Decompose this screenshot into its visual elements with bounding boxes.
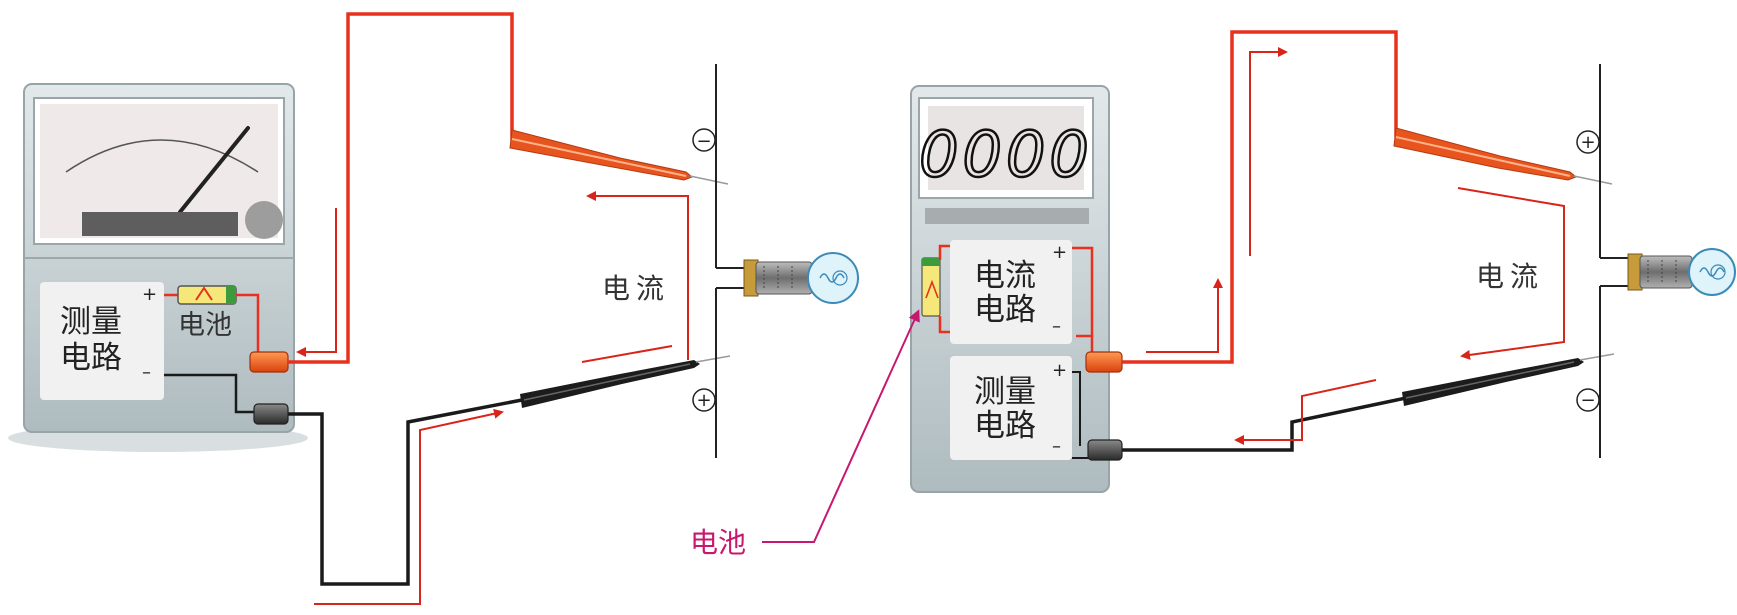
right-black-lead-wire <box>1122 396 1407 452</box>
digital-black-socket[interactable] <box>1087 439 1123 461</box>
measure-circuit-label-line2: 电路 <box>60 340 122 376</box>
right-lightbulb-icon <box>1688 248 1736 296</box>
left-red-lead-wire <box>288 12 514 364</box>
lcd-readout: 0000 <box>919 118 1093 191</box>
left-top-terminal <box>692 128 716 152</box>
measure-minus-sign: – <box>142 362 151 383</box>
left-current-arrow-1 <box>296 208 337 357</box>
meter-dial-base <box>82 212 238 236</box>
meter-label-strip <box>925 208 1089 224</box>
black-socket[interactable] <box>253 403 289 425</box>
right-current-arrow-3 <box>1457 187 1565 360</box>
right-black-probe[interactable] <box>1402 353 1615 406</box>
lcd-screen <box>928 106 1084 190</box>
right-red-lead-wire <box>1122 30 1398 364</box>
right-bottom-terminal <box>1576 388 1600 412</box>
right-current-label: 电流 <box>1476 260 1544 293</box>
right-red-probe[interactable] <box>1393 127 1613 185</box>
right-top-terminal <box>1576 130 1600 154</box>
right-measure-label-line1: 测量 <box>974 374 1036 410</box>
current-minus-sign: – <box>1052 316 1061 337</box>
battery-icon <box>164 285 237 305</box>
left-black-probe[interactable] <box>520 355 731 408</box>
internal-battery-icon <box>921 257 941 317</box>
current-plus-sign: + <box>1052 242 1067 263</box>
measure-circuit-box <box>40 282 164 400</box>
analog-meter: 测量 电路 + – 电池 <box>8 83 308 452</box>
digital-red-socket[interactable] <box>1085 351 1123 373</box>
left-current-arrow-2 <box>586 191 689 360</box>
left-red-probe[interactable] <box>509 129 729 185</box>
right-measure-label-line2: 电路 <box>974 408 1036 444</box>
left-bottom-terminal-sign: + <box>696 390 711 411</box>
battery-label: 电池 <box>178 310 232 341</box>
left-black-lead-wire <box>288 398 523 586</box>
meter-needle <box>178 126 250 214</box>
left-current-arrow-4 <box>314 408 504 605</box>
left-top-terminal-sign: − <box>696 131 711 152</box>
current-circuit-label-line1: 电流 <box>974 258 1036 294</box>
right-top-terminal-sign: + <box>1580 132 1595 153</box>
meter-scale-arc <box>65 139 259 173</box>
battery-callout-pointer <box>762 309 920 543</box>
battery-callout-label: 电池 <box>690 526 746 559</box>
right-current-arrow-2 <box>1249 47 1288 256</box>
left-current-label: 电流 <box>602 272 670 305</box>
zero-adjust-knob[interactable] <box>245 201 283 239</box>
right-bottom-terminal-sign: − <box>1580 390 1595 411</box>
measure-plus-sign: + <box>142 284 157 305</box>
measure-circuit-label-line1: 测量 <box>60 304 122 340</box>
left-bottom-terminal <box>692 388 716 412</box>
right-measure-plus-sign: + <box>1052 360 1067 381</box>
right-current-arrow-4 <box>1234 379 1377 445</box>
right-measure-minus-sign: – <box>1052 436 1061 457</box>
left-bulb-circuit: − + <box>692 64 859 458</box>
digital-meter: 0000 电流 电路 + – 测量 电路 + – <box>910 85 1123 493</box>
current-circuit-label-line2: 电路 <box>974 292 1036 328</box>
right-current-arrow-1 <box>1146 278 1223 353</box>
red-socket[interactable] <box>249 351 289 373</box>
right-measure-circuit-box <box>950 356 1072 460</box>
left-current-line-3 <box>581 345 673 363</box>
right-bulb-circuit: + − <box>1576 64 1736 458</box>
current-circuit-box <box>950 240 1072 344</box>
